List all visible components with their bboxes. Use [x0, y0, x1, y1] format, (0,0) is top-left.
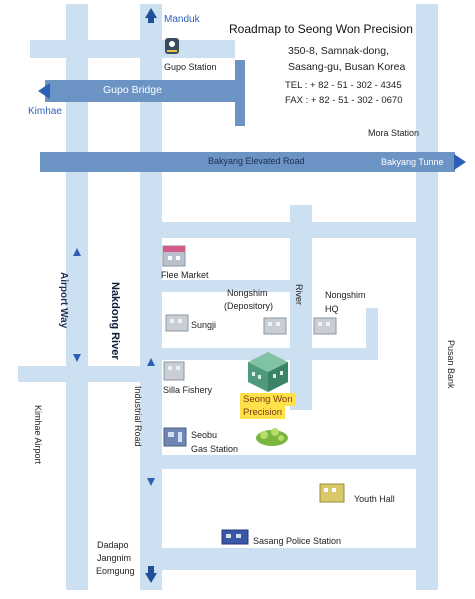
- kimhae-label: Kimhae: [28, 106, 62, 117]
- nakdong-river-label: Nakdong River: [109, 282, 121, 360]
- nakdong-road: [140, 4, 162, 590]
- police-icon: [221, 529, 249, 545]
- manduk-label: Manduk: [164, 14, 200, 25]
- address-line1: 350-8, Samnak-dong,: [288, 45, 389, 57]
- roads: [18, 4, 438, 590]
- target-building-icon: [248, 352, 288, 392]
- elevated-road: [40, 152, 455, 172]
- tel-text: TEL : + 82 - 51 - 302 - 4345: [285, 80, 402, 91]
- youth-hall-label: Youth Hall: [354, 494, 395, 504]
- seong-won-label2: Precision: [240, 406, 286, 420]
- arrow-icon: [147, 478, 155, 486]
- gupo-bridge-label: Gupo Bridge: [103, 84, 162, 96]
- airport-way-road: [66, 4, 88, 590]
- factory-icon: [165, 314, 189, 332]
- arrow-icon: [145, 8, 157, 18]
- eomgung-label: Eomgung: [96, 566, 135, 576]
- flee-market-label: Flee Market: [161, 270, 209, 280]
- seobu-label2: Gas Station: [191, 444, 239, 454]
- police-station-label: Sasang Police Station: [253, 536, 342, 546]
- pusan-bank-label: Pusan Bank: [446, 340, 456, 389]
- sungji-label: Sungji: [191, 320, 217, 330]
- market-road: [162, 280, 307, 292]
- arrow-icon: [73, 354, 81, 362]
- seong-won-label1: Seong Won: [240, 393, 296, 407]
- mora-station-label: Mora Station: [368, 128, 420, 138]
- gas-road: [140, 455, 438, 469]
- east-road: [416, 4, 438, 590]
- river-road: [290, 205, 312, 410]
- building-icon: [162, 245, 186, 267]
- gupo-bridge-approach: [30, 40, 235, 58]
- arrow-icon: [38, 83, 50, 99]
- arrow-icon: [147, 358, 155, 366]
- hq-lane: [366, 308, 378, 358]
- dadapo-label: Dadapo: [97, 540, 129, 550]
- factory-icon: [263, 317, 287, 335]
- address-line2: Sasang-gu, Busan Korea: [288, 61, 406, 73]
- middle-road: [140, 222, 438, 238]
- river-label: River: [294, 284, 304, 306]
- gupo-bridge-road: [45, 80, 245, 102]
- factory-icon: [313, 317, 337, 335]
- airport-branch: [18, 366, 140, 382]
- arrow-icon: [145, 573, 157, 583]
- subway-icon: [165, 38, 179, 54]
- kimhae-airport-label: Kimhae Airport: [33, 405, 43, 465]
- page-title: Roadmap to Seong Won Precision: [229, 22, 413, 36]
- nongshim-hq-label2: HQ: [325, 304, 339, 314]
- elevated-road-label: Bakyang Elevated Road: [208, 156, 305, 166]
- factory-icon: [163, 361, 185, 381]
- bakyang-tunnel-label: Bakyang Tunne: [381, 157, 444, 167]
- police-road: [140, 548, 438, 570]
- nongshim-hq-label1: Nongshim: [325, 290, 366, 300]
- nongshim-depository-label1: Nongshim: [227, 288, 268, 298]
- jangnim-label: Jangnim: [97, 553, 132, 563]
- nongshim-depository-label2: (Depository): [224, 301, 274, 311]
- arrow-icon: [73, 248, 81, 256]
- sungji-road: [140, 348, 378, 360]
- silla-fishery-label: Silla Fishery: [163, 385, 213, 395]
- airport-way-label: Airport Way: [58, 272, 69, 329]
- industrial-road-label: Industrial Road: [133, 386, 143, 447]
- building-icon: [319, 483, 345, 503]
- park-icon: [256, 428, 288, 446]
- arrow-icon: [454, 154, 466, 170]
- fax-text: FAX : + 82 - 51 - 302 - 0670: [285, 95, 403, 106]
- seobu-label1: Seobu: [191, 430, 218, 440]
- gas-station-icon: [163, 427, 187, 447]
- gupo-station-label: Gupo Station: [164, 62, 217, 72]
